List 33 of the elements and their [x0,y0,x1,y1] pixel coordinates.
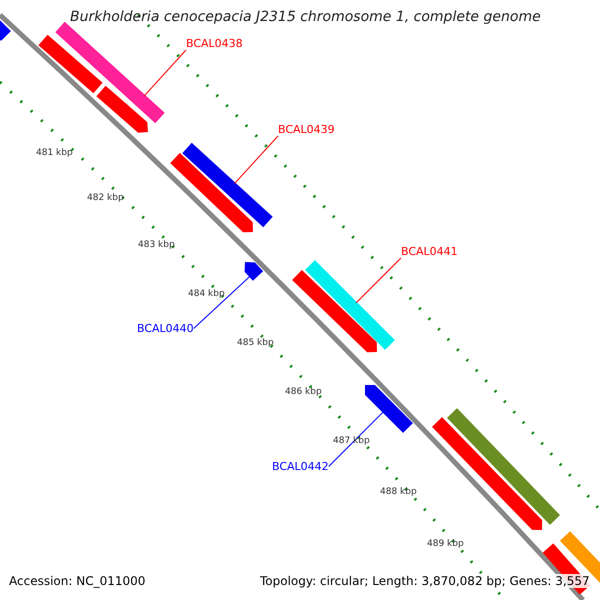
chart-title: Burkholderia cenocepacia J2315 chromosome 1, complete genome [70,9,541,25]
scale-label: 489 kbp [427,539,464,549]
gene-block [96,86,148,133]
scale-label: 485 kbp [237,338,274,348]
gene-block [170,152,253,232]
scale-label: 486 kbp [285,387,322,397]
gene-label: BCAL0440 [137,322,194,335]
leader-line [234,136,278,184]
gene-block [292,270,377,352]
leader-line [356,258,402,304]
gene-label: BCAL0442 [272,460,329,473]
leader-line [328,411,384,467]
scale-label: 483 kbp [138,240,175,250]
scale-label: 488 kbp [380,487,417,497]
gene-block [38,34,103,94]
gene-label: BCAL0439 [278,123,335,136]
gene-block [305,260,395,350]
gene-block [244,262,264,281]
gene-block [432,417,542,530]
gene-block [182,142,273,228]
scale-label: 487 kbp [333,436,370,446]
scale-label: 484 kbp [188,289,225,299]
scale-label: 482 kbp [87,193,124,203]
gene-block [447,408,560,525]
gene-block [55,22,165,124]
leader-line [193,276,250,329]
leader-line [144,50,186,96]
accession-text: Accession: NC_011000 [9,574,146,588]
gene-label: BCAL0438 [186,37,243,50]
scale-label: 481 kbp [36,148,73,158]
gene-block [365,385,413,433]
genome-summary: Topology: circular; Length: 3,870,082 bp; Genes: 3,557 [260,574,590,588]
gene-label: BCAL0441 [401,245,458,258]
